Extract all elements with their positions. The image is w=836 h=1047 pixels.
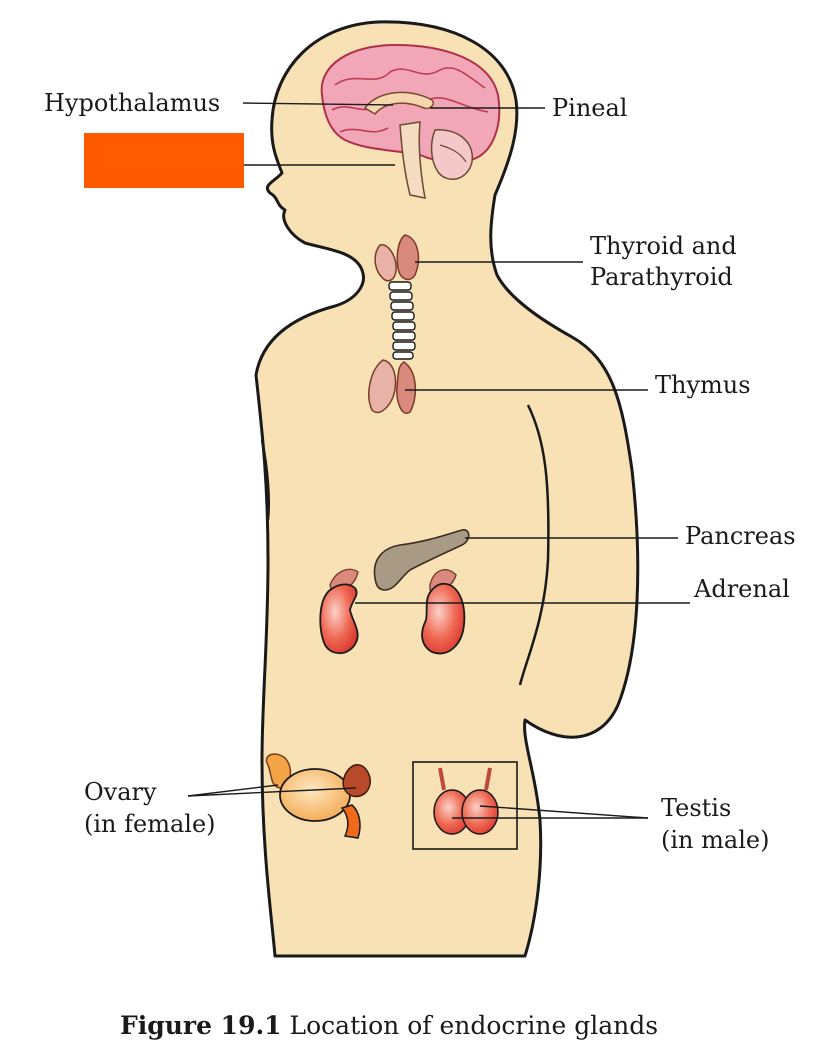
leader-hypothalamus: [242, 102, 394, 106]
right-kidney-illustration: [421, 569, 466, 655]
label-adrenal: Adrenal: [693, 575, 790, 603]
leader-lines: [187, 102, 690, 819]
leader-ovary-1: [187, 784, 279, 797]
ovary-illustration: [265, 753, 371, 839]
label-thymus: Thymus: [655, 371, 751, 399]
label-thyroid-line2: Parathyroid: [590, 263, 733, 291]
leader-testis-1: [479, 805, 649, 819]
label-pineal: Pineal: [552, 94, 627, 122]
redaction-box: [84, 133, 244, 188]
figure-caption: Figure 19.1 Location of endocrine glands: [120, 1011, 658, 1040]
label-ovary-line1: Ovary: [84, 778, 157, 806]
label-thyroid-line1: Thyroid and: [590, 232, 737, 260]
thymus-illustration: [368, 359, 417, 415]
thyroid-illustration: [374, 234, 420, 282]
label-pancreas: Pancreas: [685, 522, 796, 550]
leader-ovary-2: [187, 787, 357, 797]
arm-left-line: [260, 439, 270, 521]
caption-prefix: Figure 19.1: [120, 1011, 282, 1040]
brain-illustration: [320, 43, 501, 199]
left-kidney-illustration: [319, 568, 359, 654]
caption-text: Location of endocrine glands: [290, 1011, 659, 1040]
label-hypothalamus: Hypothalamus: [44, 89, 220, 117]
caption-space: [282, 1011, 290, 1040]
trachea-illustration: [388, 281, 416, 360]
testis-illustration: [433, 767, 499, 835]
body-silhouette: [254, 20, 640, 958]
label-testis-line2: (in male): [661, 826, 769, 854]
label-ovary-line2: (in female): [84, 810, 216, 838]
label-testis-line1: Testis: [661, 794, 731, 822]
arm-inner-line: [518, 404, 550, 686]
pancreas-illustration: [373, 529, 470, 591]
